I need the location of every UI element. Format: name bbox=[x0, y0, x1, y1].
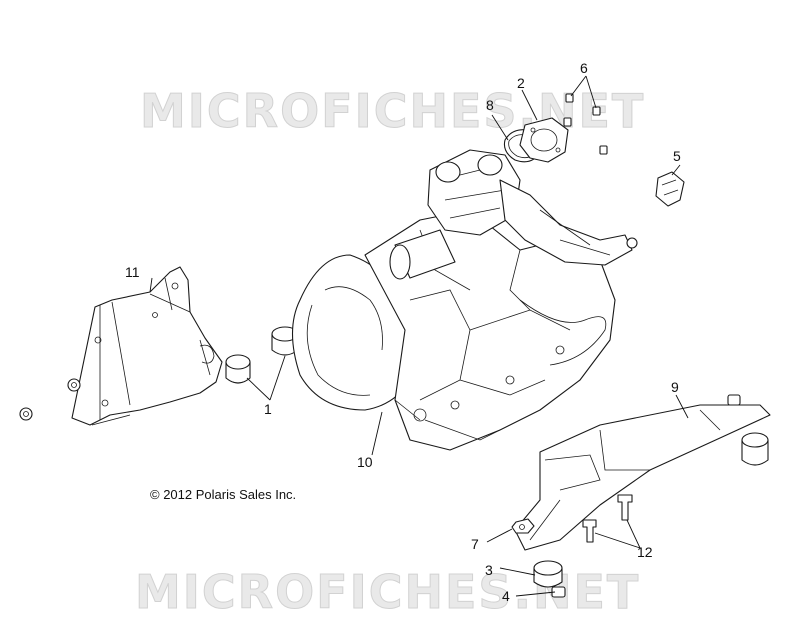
part-2-exhaust-flange bbox=[519, 117, 569, 163]
callout-3: 3 bbox=[485, 562, 493, 578]
part-1-rubber-mount-b bbox=[271, 326, 299, 356]
callout-2: 2 bbox=[517, 75, 525, 91]
callout-6: 6 bbox=[580, 60, 588, 76]
nut-bracket-top bbox=[727, 394, 741, 406]
callout-8: 8 bbox=[486, 97, 494, 113]
part-7-nut bbox=[511, 518, 535, 534]
callout-4: 4 bbox=[502, 588, 510, 604]
leader-lines bbox=[149, 75, 689, 597]
callout-12: 12 bbox=[637, 544, 653, 560]
rubber-mount-right bbox=[741, 432, 769, 466]
part-11-mount-bracket bbox=[71, 266, 223, 426]
part-12-bolts bbox=[582, 494, 633, 543]
watermark-top: MICROFICHES.NET bbox=[140, 84, 645, 138]
callout-11: 11 bbox=[125, 264, 140, 280]
callout-5: 5 bbox=[673, 148, 681, 164]
part-3-lower-mount bbox=[533, 560, 563, 588]
callout-1: 1 bbox=[264, 401, 272, 417]
copyright-notice: © 2012 Polaris Sales Inc. bbox=[150, 487, 297, 502]
callout-7: 7 bbox=[471, 536, 479, 552]
callout-10: 10 bbox=[357, 454, 373, 470]
callout-9: 9 bbox=[671, 379, 679, 395]
nut-left-small bbox=[19, 378, 81, 421]
part-1-rubber-mount-a bbox=[225, 354, 251, 384]
part-9-rear-bracket bbox=[514, 404, 771, 551]
part-10-engine-assembly bbox=[292, 149, 638, 451]
part-6-studs bbox=[563, 93, 608, 155]
part-5-clip bbox=[655, 171, 685, 207]
